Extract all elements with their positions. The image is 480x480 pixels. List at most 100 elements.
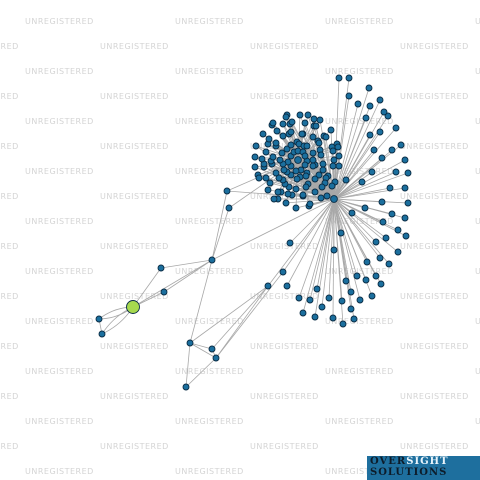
- network-node[interactable]: [392, 124, 400, 132]
- network-node[interactable]: [376, 254, 384, 262]
- network-node[interactable]: [311, 175, 319, 183]
- network-node[interactable]: [315, 171, 323, 179]
- network-node[interactable]: [363, 258, 371, 266]
- network-node[interactable]: [366, 102, 374, 110]
- network-node[interactable]: [160, 288, 168, 296]
- network-node[interactable]: [212, 354, 220, 362]
- network-node[interactable]: [302, 183, 310, 191]
- network-node[interactable]: [394, 248, 402, 256]
- network-node[interactable]: [282, 199, 290, 207]
- network-node[interactable]: [322, 133, 330, 141]
- network-node[interactable]: [372, 238, 380, 246]
- network-node[interactable]: [223, 187, 231, 195]
- network-node[interactable]: [335, 152, 343, 160]
- network-node[interactable]: [292, 204, 300, 212]
- network-node[interactable]: [354, 100, 362, 108]
- network-node[interactable]: [385, 260, 393, 268]
- network-node[interactable]: [378, 198, 386, 206]
- network-node[interactable]: [401, 156, 409, 164]
- network-node[interactable]: [279, 132, 287, 140]
- network-node[interactable]: [287, 141, 295, 149]
- network-node[interactable]: [283, 282, 291, 290]
- network-node[interactable]: [335, 74, 343, 82]
- network-node[interactable]: [286, 239, 294, 247]
- network-node[interactable]: [350, 315, 358, 323]
- network-node[interactable]: [186, 339, 194, 347]
- network-node[interactable]: [325, 294, 333, 302]
- network-node[interactable]: [282, 113, 290, 121]
- network-node[interactable]: [182, 383, 190, 391]
- network-node[interactable]: [318, 303, 326, 311]
- network-node[interactable]: [269, 153, 277, 161]
- network-node[interactable]: [274, 188, 282, 196]
- network-node[interactable]: [208, 345, 216, 353]
- network-node[interactable]: [303, 142, 311, 150]
- network-node[interactable]: [328, 182, 336, 190]
- network-node[interactable]: [287, 128, 295, 136]
- network-node[interactable]: [264, 186, 272, 194]
- network-node[interactable]: [306, 296, 314, 304]
- network-node[interactable]: [330, 246, 338, 254]
- network-node[interactable]: [337, 229, 345, 237]
- network-node[interactable]: [304, 111, 312, 119]
- network-node[interactable]: [299, 191, 307, 199]
- network-node[interactable]: [386, 184, 394, 192]
- network-node[interactable]: [345, 74, 353, 82]
- network-node[interactable]: [317, 151, 325, 159]
- network-node[interactable]: [404, 199, 412, 207]
- network-node[interactable]: [312, 122, 320, 130]
- network-node[interactable]: [388, 146, 396, 154]
- network-node[interactable]: [348, 209, 356, 217]
- network-node[interactable]: [269, 119, 277, 127]
- network-node[interactable]: [251, 163, 259, 171]
- network-node[interactable]: [306, 200, 314, 208]
- network-node[interactable]: [329, 314, 337, 322]
- network-node[interactable]: [264, 282, 272, 290]
- network-node[interactable]: [310, 115, 318, 123]
- network-node[interactable]: [301, 152, 309, 160]
- network-node[interactable]: [302, 172, 310, 180]
- network-node[interactable]: [347, 305, 355, 313]
- network-node[interactable]: [298, 130, 306, 138]
- network-node[interactable]: [265, 135, 273, 143]
- network-node[interactable]: [318, 183, 326, 191]
- network-node[interactable]: [292, 185, 300, 193]
- network-node[interactable]: [368, 168, 376, 176]
- network-node[interactable]: [311, 313, 319, 321]
- network-node[interactable]: [327, 126, 335, 134]
- network-node[interactable]: [313, 285, 321, 293]
- network-node[interactable]: [292, 167, 300, 175]
- nodes-layer[interactable]: [95, 74, 412, 391]
- network-node[interactable]: [388, 210, 396, 218]
- network-node[interactable]: [319, 166, 327, 174]
- network-node[interactable]: [392, 168, 400, 176]
- network-node[interactable]: [315, 139, 323, 147]
- network-node[interactable]: [335, 162, 343, 170]
- network-node[interactable]: [262, 148, 270, 156]
- network-node[interactable]: [319, 160, 327, 168]
- network-node[interactable]: [338, 297, 346, 305]
- network-node[interactable]: [299, 309, 307, 317]
- network-node[interactable]: [334, 143, 342, 151]
- network-node[interactable]: [376, 128, 384, 136]
- network-node[interactable]: [358, 178, 366, 186]
- network-node[interactable]: [329, 147, 337, 155]
- network-node[interactable]: [397, 141, 405, 149]
- network-node[interactable]: [345, 92, 353, 100]
- hub-node[interactable]: [294, 156, 302, 164]
- network-node[interactable]: [379, 218, 387, 226]
- network-node[interactable]: [365, 84, 373, 92]
- network-node[interactable]: [384, 112, 392, 120]
- network-node[interactable]: [378, 154, 386, 162]
- network-node[interactable]: [362, 276, 370, 284]
- network-node[interactable]: [279, 268, 287, 276]
- network-node[interactable]: [356, 296, 364, 304]
- network-node[interactable]: [323, 192, 331, 200]
- focus-entity-node[interactable]: [126, 300, 140, 314]
- network-node[interactable]: [279, 120, 287, 128]
- network-node[interactable]: [380, 108, 388, 116]
- network-node[interactable]: [372, 272, 380, 280]
- network-node[interactable]: [278, 149, 286, 157]
- network-node[interactable]: [309, 149, 317, 157]
- network-node[interactable]: [311, 188, 319, 196]
